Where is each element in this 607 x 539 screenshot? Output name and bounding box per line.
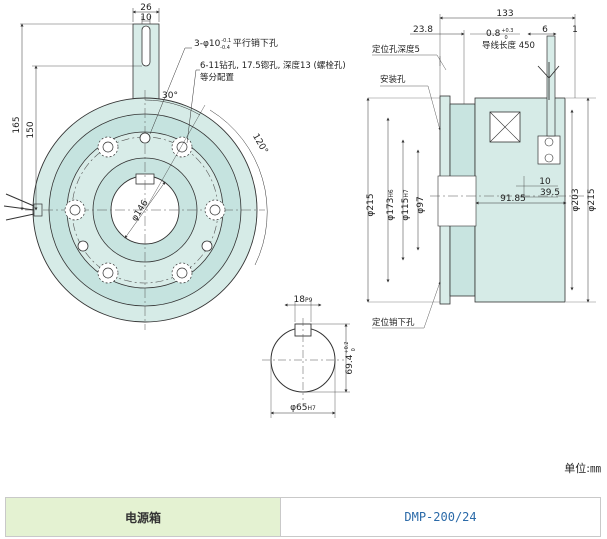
note-tapped-holes-2: 等分配置 (200, 72, 235, 83)
dim-key-width: 18P9 (294, 295, 313, 305)
label-lead-length: 导线长度 450 (482, 40, 535, 51)
spec-table: 电源箱 DMP-200/24 (5, 497, 601, 537)
pin-hole (139, 132, 151, 144)
pin-holes (77, 132, 213, 252)
dim-173: φ173H6 (386, 189, 396, 221)
dim-lug-width: 26 (140, 3, 152, 13)
dim-slot-width: 10 (140, 13, 152, 23)
dim-91-85: 91.85 (500, 194, 526, 204)
front-view: 26 10 165 150 30° 120° φ146 3-φ10-0.1-0.… (3, 3, 346, 330)
table-row: 电源箱 DMP-200/24 (5, 497, 601, 537)
bearing (537, 135, 561, 165)
side-lug (546, 35, 556, 137)
note-tapped-holes-1: 6-11钻孔, 17.5锪孔, 深度13 (螺栓孔) (200, 60, 346, 71)
dim-1: 1 (572, 25, 578, 35)
dim-39-5: 39.5 (540, 188, 560, 198)
side-shaft (437, 175, 477, 227)
dim-overall-width: 133 (496, 9, 513, 19)
dim-97: φ97 (416, 196, 426, 213)
pin-hole (201, 240, 213, 252)
bolt-hole (97, 136, 119, 158)
dim-203: φ203 (571, 188, 581, 211)
label-mounting-hole: 安装孔 (380, 74, 406, 85)
keyway-view: 18P9 69.4+0.20 φ65H7 (262, 295, 357, 418)
dim-215-right: φ215 (587, 188, 597, 211)
lug-slot (141, 25, 151, 67)
dim-215-left: φ215 (366, 193, 376, 216)
dim-10: 10 (539, 177, 551, 187)
dim-angle-120: 120° (250, 132, 270, 156)
dim-angle-30: 30° (162, 91, 178, 101)
bolt-hole (171, 136, 193, 158)
dim-slot-height: 150 (26, 121, 36, 138)
bolt-hole (171, 262, 193, 284)
dim-115: φ115H7 (401, 189, 411, 221)
spec-value: DMP-200/24 (280, 497, 601, 537)
bolt-hole (97, 262, 119, 284)
pin-hole (77, 240, 89, 252)
dim-total-height: 165 (12, 116, 22, 133)
dim-key-depth: 69.4+0.20 (344, 341, 357, 374)
technical-drawing: 26 10 165 150 30° 120° φ146 3-φ10-0.1-0.… (3, 3, 597, 418)
lead-wires (3, 193, 43, 221)
dim-6: 6 (542, 25, 548, 35)
label-pin-hole-depth: 定位孔深度5 (372, 44, 420, 55)
label-locating-pin-hole: 定位销下孔 (372, 317, 415, 328)
side-lead-wire (537, 62, 560, 100)
spec-label: 电源箱 (5, 497, 281, 537)
dim-bore: φ65H7 (290, 403, 316, 413)
bolt-hole (64, 199, 86, 221)
dim-23-8: 23.8 (413, 25, 433, 35)
bolt-hole (204, 199, 226, 221)
unit-label: 单位:㎜ (564, 462, 601, 475)
